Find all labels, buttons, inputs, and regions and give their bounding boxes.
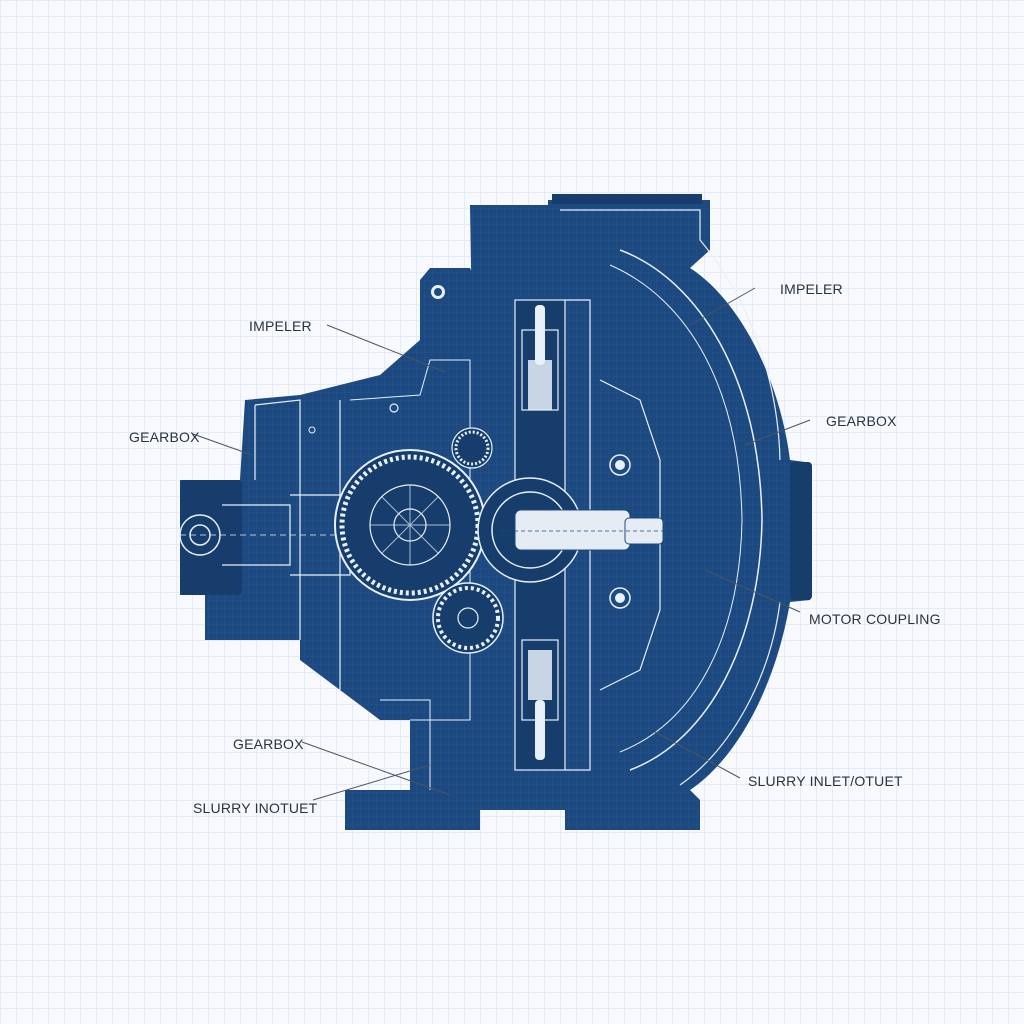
leader-gearbox-right [744, 419, 811, 446]
label-gearbox-right: GEARBOX [826, 413, 897, 429]
motor-coupling [477, 454, 670, 609]
label-slurry-right: SLURRY INLET/OTUET [748, 773, 903, 789]
leader-gearbox-lower [301, 741, 451, 796]
leader-gearbox-left [192, 433, 253, 456]
label-gearbox-lower: GEARBOX [233, 736, 304, 752]
leader-impeller-left [326, 324, 446, 373]
gear-train [334, 427, 504, 654]
mounting-feet [345, 699, 480, 830]
input-shaft-housing [179, 480, 480, 595]
label-impeller-right: IMPELER [780, 281, 843, 297]
label-gearbox-left: GEARBOX [129, 429, 200, 445]
leader-motor-coupling [704, 569, 801, 613]
leader-slurry-left [312, 764, 431, 801]
label-motor-coupling: MOTOR COUPLING [809, 611, 941, 627]
label-slurry-left: SLURRY INOTUET [193, 800, 318, 816]
leader-lines [192, 287, 811, 801]
label-impeller-left: IMPELER [249, 318, 312, 334]
leader-slurry-right [654, 731, 741, 779]
leader-impeller-right [689, 287, 756, 326]
